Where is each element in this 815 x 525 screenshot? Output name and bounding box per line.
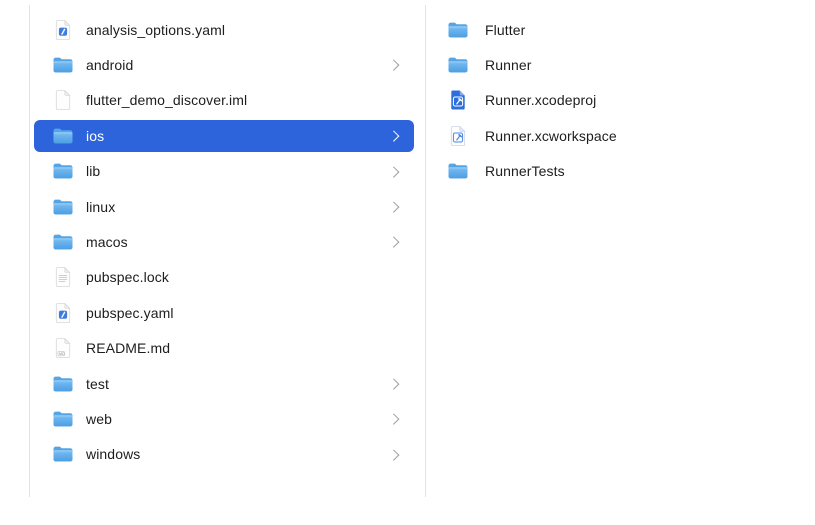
folder-icon — [53, 444, 73, 464]
xcode-workspace-icon — [448, 125, 468, 146]
folder-icon — [53, 126, 73, 146]
chevron-right-icon — [387, 449, 399, 460]
file-name: Runner.xcodeproj — [485, 92, 597, 109]
file-name: analysis_options.yaml — [86, 21, 226, 38]
file-name: pubspec.yaml — [86, 304, 174, 321]
generic-file-icon — [53, 90, 73, 111]
row-ios[interactable]: ios — [29, 118, 425, 153]
row-analysis-options-yaml[interactable]: analysis_options.yaml — [29, 12, 425, 47]
row-windows[interactable]: windows — [29, 437, 425, 472]
column-divider-middle — [425, 5, 426, 497]
row-pubspec-lock[interactable]: pubspec.lock — [29, 260, 425, 295]
row-flutter-demo-discover-iml[interactable]: flutter_demo_discover.iml — [29, 83, 425, 118]
file-name: Runner.xcworkspace — [485, 127, 617, 144]
svg-text:MD: MD — [59, 352, 65, 356]
folder-icon — [53, 409, 73, 429]
chevron-right-icon — [387, 413, 399, 425]
chevron-right-icon — [387, 59, 399, 71]
folder-icon — [53, 55, 73, 75]
row-macos[interactable]: macos — [29, 224, 425, 259]
row-runner[interactable]: Runner — [426, 47, 806, 82]
folder-icon — [448, 20, 468, 40]
folder-icon — [53, 161, 73, 181]
yaml-file-icon — [53, 302, 73, 323]
folder-icon — [53, 197, 73, 217]
column-divider-left — [29, 5, 30, 497]
row-flutter[interactable]: Flutter — [426, 12, 806, 47]
row-runner-xcodeproj[interactable]: Runner.xcodeproj — [426, 83, 806, 118]
row-lib[interactable]: lib — [29, 154, 425, 189]
chevron-right-icon — [387, 130, 399, 142]
row-test[interactable]: test — [29, 366, 425, 401]
file-name: android — [86, 57, 134, 74]
yaml-file-icon — [53, 19, 73, 40]
folder-icon — [448, 55, 468, 75]
folder-icon — [53, 374, 73, 394]
file-name: windows — [86, 446, 141, 463]
row-readme-md[interactable]: MD README.md — [29, 331, 425, 366]
file-name: Runner — [485, 57, 532, 74]
folder-icon — [53, 232, 73, 252]
chevron-right-icon — [387, 165, 399, 177]
file-name: ios — [86, 127, 105, 144]
file-name: lib — [86, 163, 101, 180]
row-runnertests[interactable]: RunnerTests — [426, 154, 806, 189]
file-name: linux — [86, 198, 116, 215]
markdown-file-icon: MD — [53, 338, 73, 359]
text-file-icon — [53, 267, 73, 288]
file-name: Flutter — [485, 21, 526, 38]
folder-icon — [448, 161, 468, 181]
row-android[interactable]: android — [29, 47, 425, 82]
file-name: web — [86, 410, 112, 427]
row-pubspec-yaml[interactable]: pubspec.yaml — [29, 295, 425, 330]
chevron-right-icon — [387, 378, 399, 389]
file-name: flutter_demo_discover.iml — [86, 92, 248, 109]
file-name: macos — [86, 234, 128, 251]
chevron-right-icon — [387, 201, 399, 212]
xcode-project-icon — [448, 90, 468, 110]
file-name: RunnerTests — [485, 163, 565, 180]
column-ios-contents: Flutter Runner Runner.xcodeproj Runner.x… — [426, 12, 806, 189]
chevron-right-icon — [387, 236, 399, 248]
file-name: README.md — [86, 340, 171, 357]
column-project-root: analysis_options.yaml android flutter_de… — [29, 12, 425, 472]
row-linux[interactable]: linux — [29, 189, 425, 224]
row-web[interactable]: web — [29, 401, 425, 436]
file-name: test — [86, 375, 109, 392]
file-name: pubspec.lock — [86, 269, 169, 286]
row-runner-xcworkspace[interactable]: Runner.xcworkspace — [426, 118, 806, 153]
